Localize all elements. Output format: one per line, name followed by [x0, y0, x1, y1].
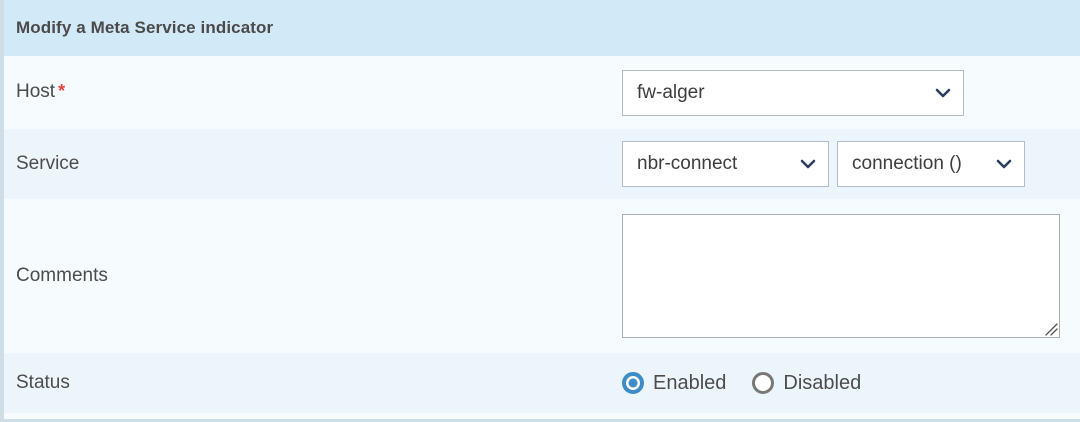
host-select-value: fw-alger [637, 81, 705, 103]
host-select[interactable]: fw-alger [622, 69, 964, 116]
comments-field [622, 214, 1080, 338]
required-asterisk: * [58, 81, 66, 102]
chevron-down-icon [935, 88, 951, 97]
comments-label-text: Comments [16, 264, 108, 286]
chevron-down-icon [996, 159, 1012, 169]
comments-label: Comments [16, 265, 622, 288]
host-label: Host* [16, 81, 622, 104]
form-row-status: Status Enabled Disabled [4, 353, 1080, 413]
metric-select[interactable]: connection () [837, 141, 1025, 187]
service-label: Service [16, 153, 622, 176]
status-radio-group: Enabled Disabled [622, 372, 887, 395]
service-select-value: nbr-connect [637, 153, 738, 174]
metric-select-value: connection () [852, 153, 962, 174]
status-option-disabled-label: Disabled [783, 371, 862, 394]
status-label: Status [16, 372, 622, 395]
radio-unselected-icon[interactable] [752, 372, 775, 394]
status-option-enabled[interactable]: Enabled [622, 372, 726, 395]
comments-textarea[interactable] [622, 214, 1060, 338]
form-row-host: Host* fw-alger [4, 56, 1080, 129]
comments-textarea-wrap [622, 214, 1060, 338]
radio-selected-icon[interactable] [622, 372, 644, 394]
chevron-down-icon [800, 159, 816, 169]
service-field: nbr-connect connection () [622, 141, 1080, 187]
service-label-text: Service [16, 152, 80, 174]
service-select[interactable]: nbr-connect [622, 141, 829, 187]
host-label-text: Host [16, 81, 56, 103]
status-option-disabled[interactable]: Disabled [752, 372, 861, 395]
status-field: Enabled Disabled [622, 372, 1080, 395]
status-option-enabled-label: Enabled [653, 371, 727, 394]
panel-header: Modify a Meta Service indicator [4, 0, 1080, 56]
page-title: Modify a Meta Service indicator [16, 18, 274, 37]
host-field: fw-alger [622, 69, 1080, 116]
form-row-service: Service nbr-connect connection () [4, 129, 1080, 199]
form-row-comments: Comments [4, 199, 1080, 353]
status-label-text: Status [16, 371, 70, 393]
